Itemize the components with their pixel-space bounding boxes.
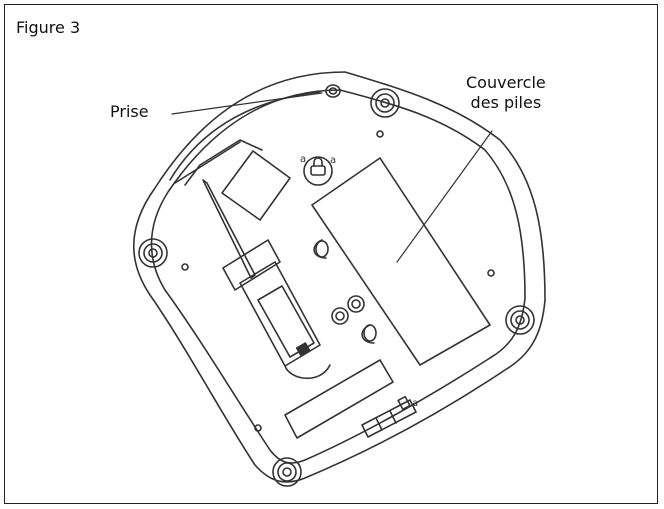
lock-symbol: a (330, 155, 336, 166)
switch (361, 395, 417, 438)
slide-mechanism (222, 239, 331, 380)
figure-frame (4, 4, 658, 504)
screw-hole (181, 263, 189, 271)
socket-prise (325, 84, 341, 98)
foot-top-right (370, 88, 400, 118)
top-edge-band (169, 91, 321, 181)
foot-left (138, 238, 168, 268)
recess-bottom (284, 359, 394, 439)
round-button-1 (331, 307, 349, 325)
callout-battery-cover-line1: Couvercle (466, 73, 546, 92)
battery-cover (311, 157, 491, 366)
leader-line-cover (396, 130, 493, 263)
keyhole-slot-lower (361, 324, 377, 344)
round-button-2 (347, 295, 365, 313)
support-rod (202, 179, 256, 279)
leader-line-prise (171, 92, 323, 115)
callout-prise: Prise (110, 102, 149, 121)
keyhole-slot-upper (313, 239, 329, 259)
screw-hole (254, 424, 262, 432)
scale-body-inner-rim (150, 89, 526, 464)
foot-bottom (272, 457, 302, 487)
figure-title: Figure 3 (16, 18, 81, 37)
lock-symbol: a (412, 398, 418, 409)
screw-hole (376, 130, 384, 138)
lock-knob (303, 156, 333, 186)
scale-body-outline (132, 71, 546, 483)
lock-symbol: a (300, 154, 306, 165)
foot-right (505, 305, 535, 335)
recess-top-left (221, 150, 291, 221)
screw-hole (487, 269, 495, 277)
callout-battery-cover: Couvercle des piles (466, 73, 546, 113)
callout-battery-cover-line2: des piles (470, 93, 542, 112)
